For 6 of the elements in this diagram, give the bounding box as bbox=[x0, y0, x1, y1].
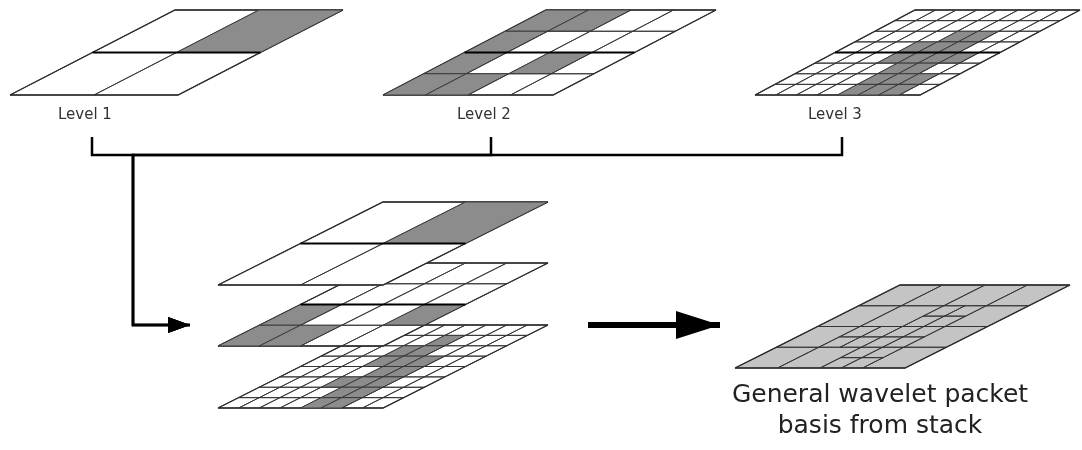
level-label: Level 2 bbox=[457, 105, 511, 123]
level-label: Level 3 bbox=[808, 105, 862, 123]
grid-label: General wavelet packet basis from stack bbox=[730, 378, 1030, 440]
arrow bbox=[131, 137, 844, 333]
arrow bbox=[588, 311, 720, 339]
level-label: Level 1 bbox=[58, 105, 112, 123]
